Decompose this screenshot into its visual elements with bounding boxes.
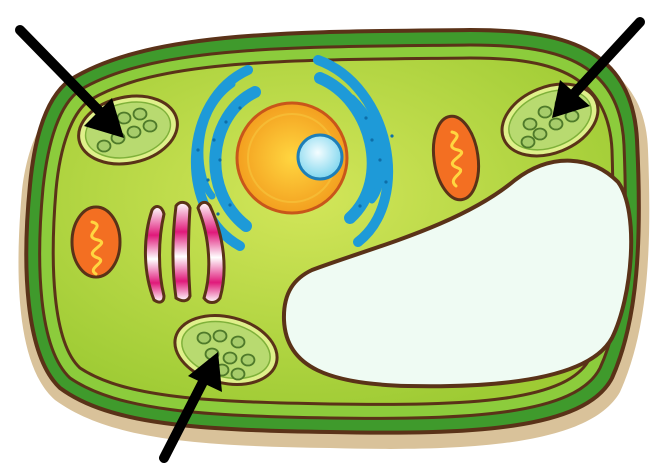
nucleolus [298,135,342,179]
golgi-apparatus [145,202,224,302]
mitochondrion-left [72,207,120,277]
